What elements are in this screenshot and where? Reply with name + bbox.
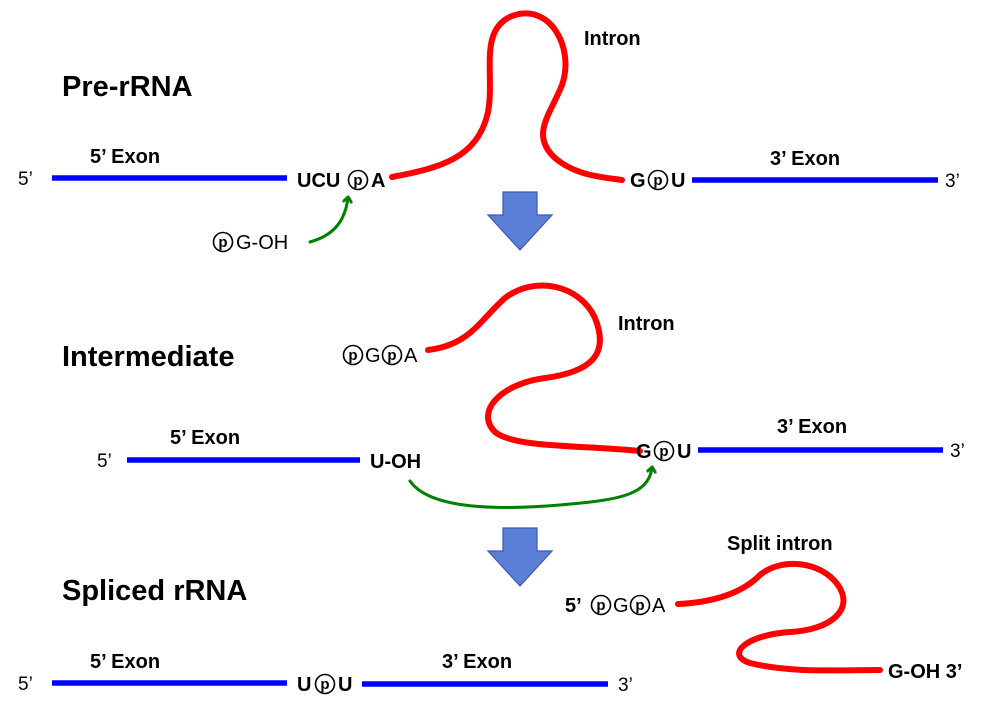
step-arrow-1 xyxy=(486,191,554,251)
mid-three-prime-end: 3’ xyxy=(950,441,965,462)
split-intron-label: Split intron xyxy=(727,533,833,555)
pre-attack-arrow xyxy=(308,198,348,244)
pre-left-seq: UCU xyxy=(297,170,340,192)
pre-right-phosphate-icon: p xyxy=(647,169,669,191)
svg-text:p: p xyxy=(659,443,668,460)
spliced-junction-after: U xyxy=(338,674,352,696)
spliced-junction-phosphate-icon: p xyxy=(314,673,336,695)
split-intron-phosphate-icon-2: p xyxy=(629,594,651,616)
mid-right-after: U xyxy=(677,441,691,463)
spliced-five-prime-end: 5’ xyxy=(18,674,33,695)
mid-right-before: G xyxy=(636,441,652,463)
spliced-three-exon-label: 3’ Exon xyxy=(442,651,512,673)
svg-text:p: p xyxy=(635,597,644,614)
split-intron-a: A xyxy=(652,595,666,617)
mid-three-exon-label: 3’ Exon xyxy=(777,416,847,438)
split-intron-g: G xyxy=(613,595,629,617)
svg-text:p: p xyxy=(353,172,362,189)
pre-right-before: G xyxy=(630,170,646,192)
pre-three-exon-label: 3’ Exon xyxy=(770,148,840,170)
stage-title-intermediate: Intermediate xyxy=(62,341,234,373)
spliced-three-prime-end: 3’ xyxy=(618,675,633,696)
mid-intron-phosphate-icon-1: p xyxy=(342,344,364,366)
pre-guanosine-label: G-OH xyxy=(236,232,288,254)
svg-text:p: p xyxy=(596,597,605,614)
mid-intron-label: Intron xyxy=(618,313,675,335)
pre-intron-loop xyxy=(389,10,625,183)
pre-intron-label: Intron xyxy=(584,28,641,50)
svg-text:p: p xyxy=(653,172,662,189)
split-intron-five-prime: 5’ xyxy=(565,595,582,617)
mid-right-phosphate-icon: p xyxy=(653,440,675,462)
mid-intron-phosphate-icon-2: p xyxy=(381,344,403,366)
spliced-five-exon-label: 5’ Exon xyxy=(90,651,160,673)
svg-text:p: p xyxy=(387,347,396,364)
stage-title-spliced: Spliced rRNA xyxy=(62,575,247,607)
svg-text:p: p xyxy=(320,676,329,693)
mid-intron-g: G xyxy=(365,345,381,367)
stage-title-pre-rrna: Pre-rRNA xyxy=(62,71,193,103)
pre-left-after: A xyxy=(371,170,385,192)
mid-five-exon-label: 5’ Exon xyxy=(170,427,240,449)
svg-text:p: p xyxy=(218,234,227,251)
mid-intron-a: A xyxy=(404,345,418,367)
split-intron-loop xyxy=(675,560,883,674)
mid-exon-end: U-OH xyxy=(370,451,421,473)
pre-right-after: U xyxy=(671,170,685,192)
pre-five-exon-label: 5’ Exon xyxy=(90,146,160,168)
pre-five-prime-end: 5’ xyxy=(18,169,33,190)
mid-five-prime-end: 5’ xyxy=(97,451,112,472)
step-arrow-2 xyxy=(486,527,554,587)
split-intron-phosphate-icon-1: p xyxy=(590,594,612,616)
mid-attack-arrow xyxy=(408,468,652,509)
split-intron-end: G-OH 3’ xyxy=(888,661,962,683)
svg-text:p: p xyxy=(348,347,357,364)
pre-three-prime-end: 3’ xyxy=(945,171,960,192)
pre-guanosine-phosphate-icon: p xyxy=(212,231,234,253)
mid-intron-loop xyxy=(425,282,643,454)
spliced-junction-before: U xyxy=(297,674,311,696)
pre-left-phosphate-icon: p xyxy=(347,169,369,191)
